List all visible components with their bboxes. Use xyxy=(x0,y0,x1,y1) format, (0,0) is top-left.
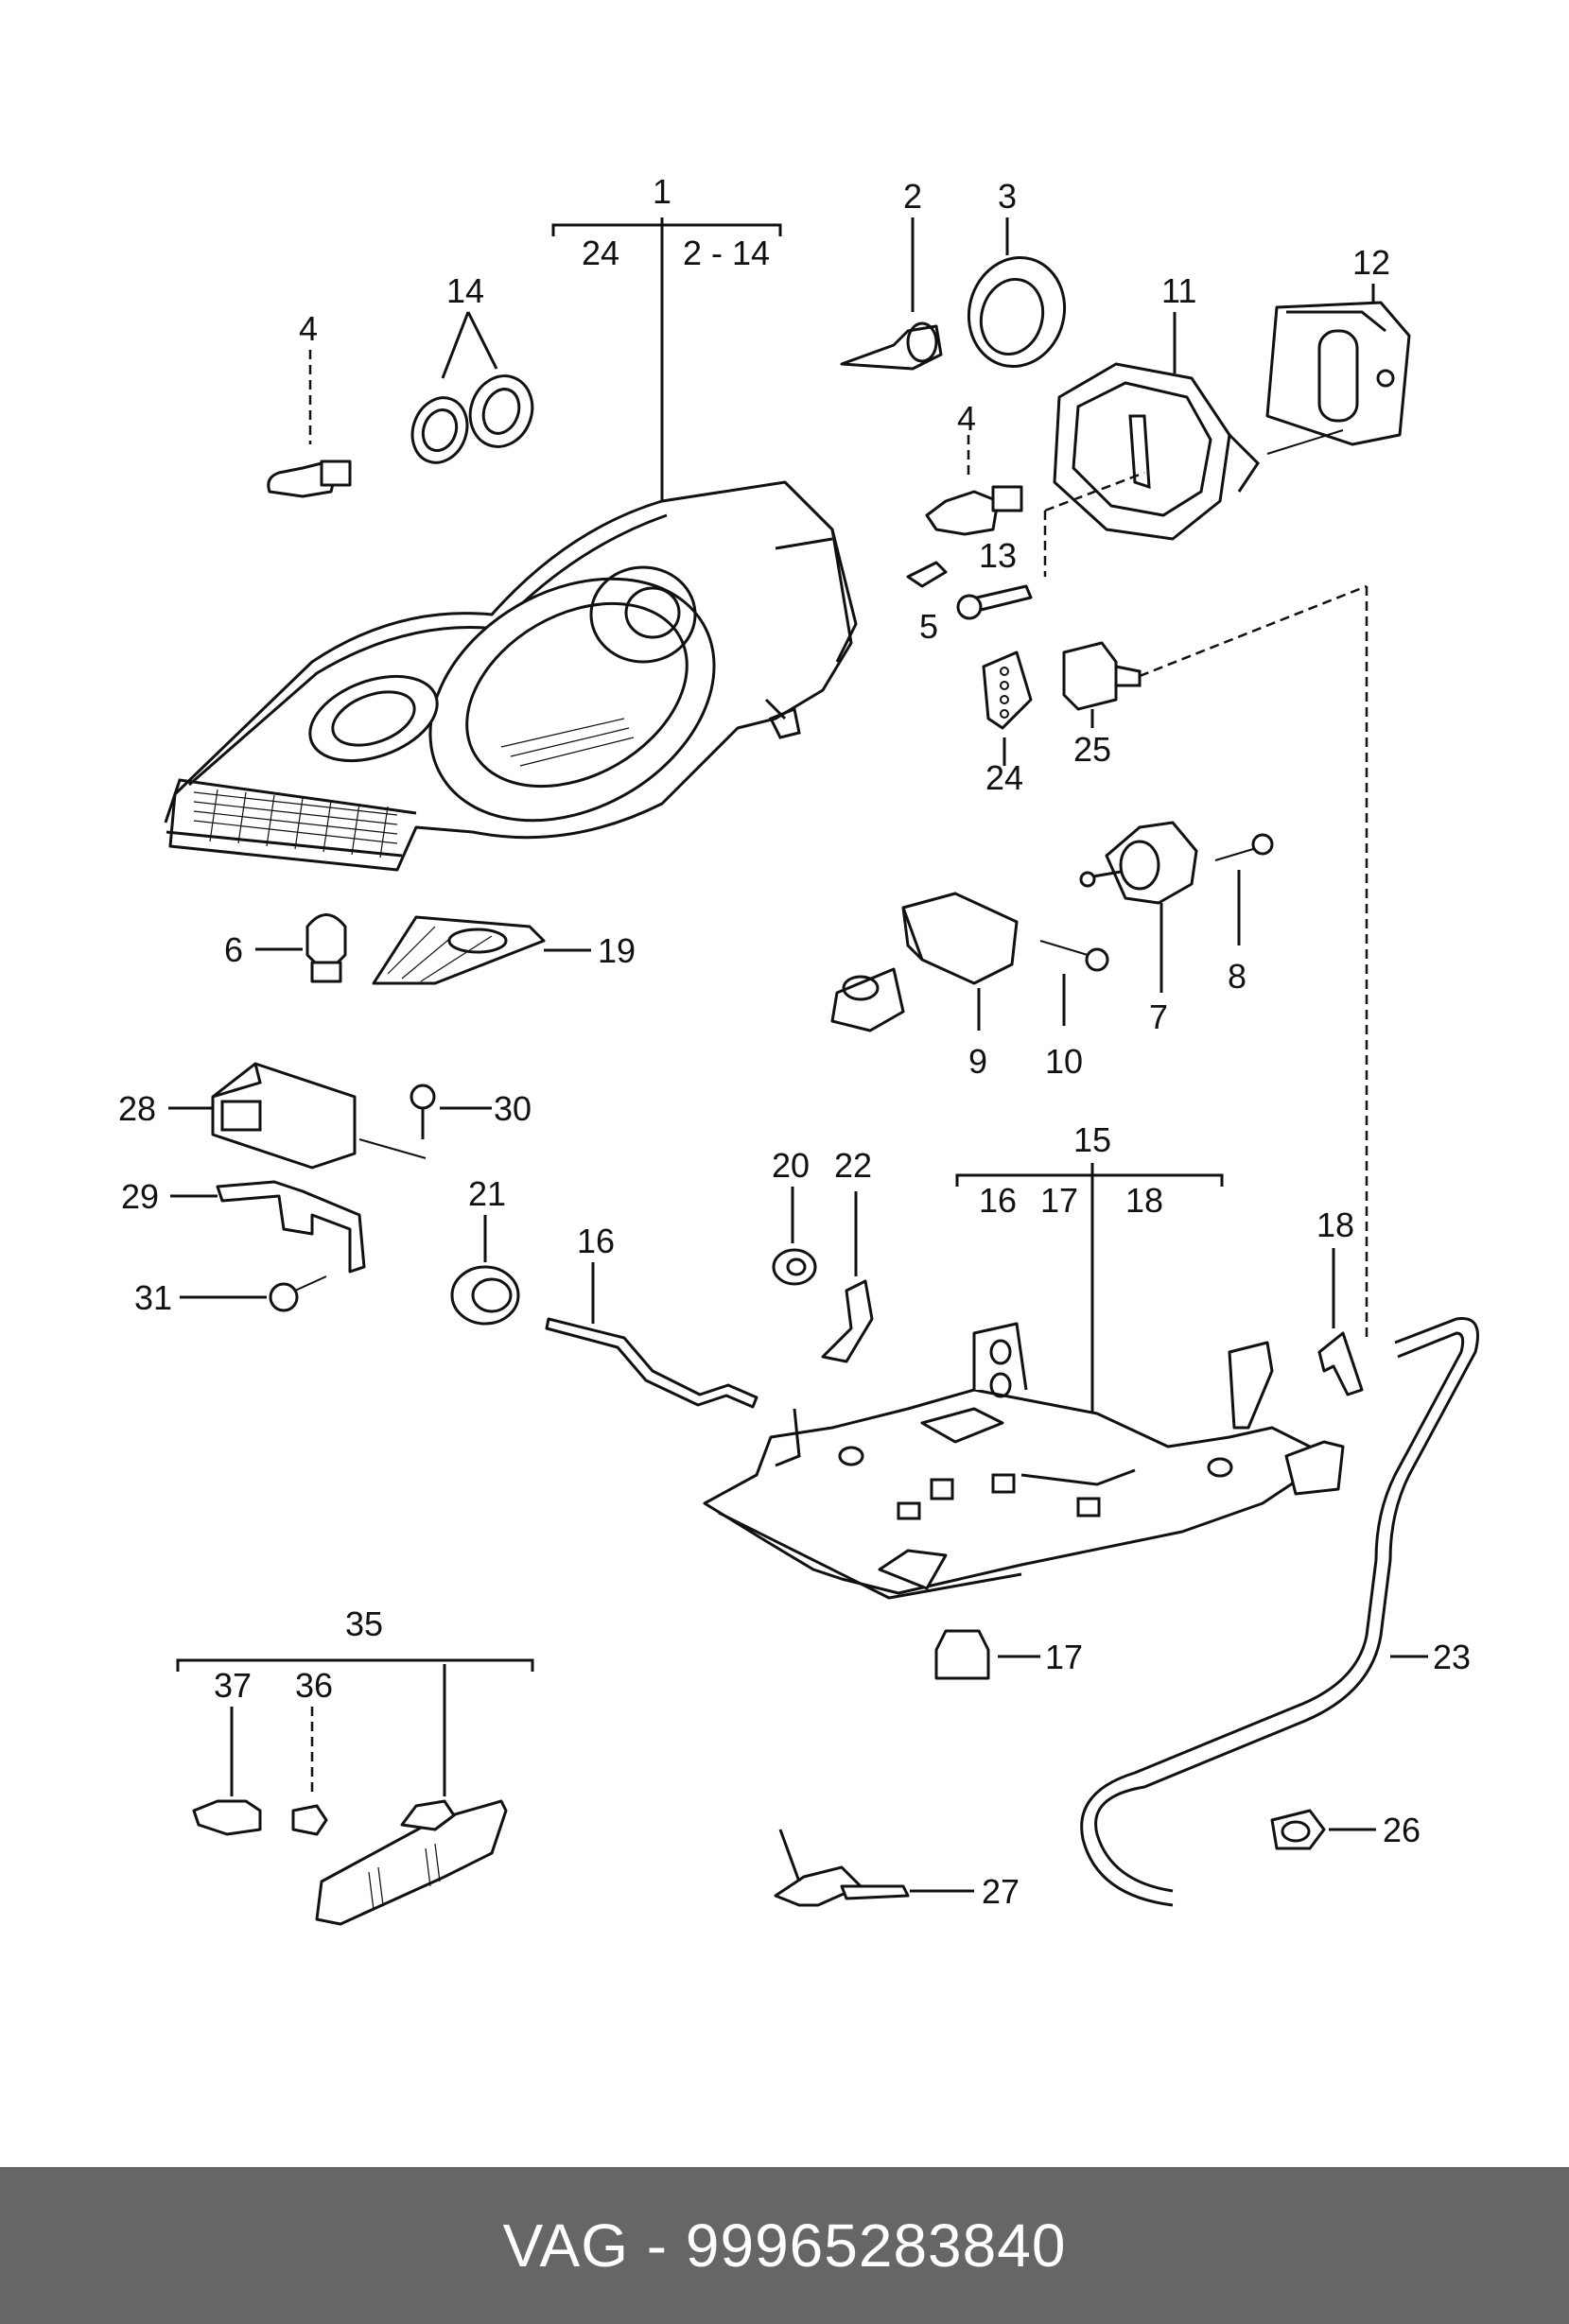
callout-27-label: 27 xyxy=(982,1872,1020,1911)
callout-10: 10 xyxy=(1045,1042,1083,1081)
bulb-36: 36 36 xyxy=(291,1666,333,1836)
callout-13: 13 xyxy=(979,536,1017,575)
callout-15-sub-17: 17 xyxy=(1040,1181,1078,1220)
bracket-9: 9 xyxy=(830,892,1019,1081)
callout-15: 15 xyxy=(1073,1120,1111,1159)
callout-1-sub-2-14: 2 - 14 xyxy=(683,234,770,272)
side-marker-35 xyxy=(315,1799,508,1926)
footer-part-number: VAG - 99965283840 xyxy=(502,2211,1067,2280)
module-28: 28 xyxy=(118,1062,357,1170)
adjuster-7: 7 xyxy=(1079,821,1198,1036)
callout-24: 24 xyxy=(985,758,1023,797)
callout-20: 20 xyxy=(772,1146,810,1185)
callout-14: 14 xyxy=(446,271,484,310)
callout-5: 5 xyxy=(919,607,938,646)
bracket-29: 29 xyxy=(121,1138,427,1274)
screw-10: 10 xyxy=(1039,940,1109,1081)
callout-2: 2 xyxy=(903,177,922,216)
bumper-17: 17 xyxy=(934,1629,1083,1680)
connector-24: 24 xyxy=(982,650,1033,797)
control-unit-12: 12 xyxy=(1265,243,1411,455)
callout-7: 7 xyxy=(1149,997,1168,1036)
bulb-5: 5 xyxy=(906,561,948,646)
rod-16: 16 xyxy=(545,1222,758,1409)
callout-4-left: 4 xyxy=(299,309,318,348)
callout-8: 8 xyxy=(1228,957,1246,996)
callout-26-label: 26 xyxy=(1383,1811,1421,1849)
headlamp-housing xyxy=(164,480,858,872)
trim-19: 19 xyxy=(372,915,636,985)
screw-13: 13 xyxy=(956,471,1145,620)
callout-19: 19 xyxy=(598,931,636,970)
callout-25: 25 xyxy=(1073,730,1111,769)
bulb-4-left: 4 xyxy=(267,309,352,498)
screw-31: 31 xyxy=(134,1275,327,1317)
bulb-4-right: 4 xyxy=(925,399,1023,536)
grommet-21: 21 xyxy=(450,1174,520,1326)
screw-30: 30 xyxy=(410,1084,532,1139)
rings-14: 14 xyxy=(410,271,534,464)
callout-35-label: 35 xyxy=(345,1604,383,1643)
callout-4-right: 4 xyxy=(957,399,976,438)
callout-6-text: 6 xyxy=(224,930,243,969)
bracket-27: 27 27 xyxy=(774,1829,1020,1911)
callout-16: 16 xyxy=(577,1222,615,1260)
callout-17: 17 xyxy=(1045,1638,1083,1676)
callout-22-label: 22 xyxy=(834,1146,872,1185)
screw-8: 8 xyxy=(1214,833,1274,996)
callout-9: 9 xyxy=(968,1042,987,1081)
callout-29: 29 xyxy=(121,1177,159,1216)
callout-11: 11 xyxy=(1161,271,1196,310)
clip-22: 23 22 xyxy=(821,1146,874,1363)
callout-1: 1 xyxy=(653,172,671,211)
callout-group-1: 1 24 2 - 14 xyxy=(551,172,782,501)
footer-bar: VAG - 99965283840 xyxy=(0,2167,1569,2324)
callout-28: 28 xyxy=(118,1089,156,1128)
bulb-2: 2 xyxy=(840,177,943,371)
parts-diagram: 1 24 2 - 14 4 14 2 3 1 xyxy=(118,172,1479,1926)
callout-1-sub-24: 24 xyxy=(582,234,619,272)
callout-37-label: 37 xyxy=(214,1666,252,1705)
callout-15-sub-18: 18 xyxy=(1125,1181,1163,1220)
callout-31: 31 xyxy=(134,1278,172,1317)
callout-36-label: 36 xyxy=(295,1666,333,1705)
callout-23-label: 23 xyxy=(1433,1638,1471,1676)
nut-20: 20 xyxy=(772,1146,817,1286)
callout-group-15: 15 16 17 18 xyxy=(955,1120,1224,1413)
clamp-26: 26 26 xyxy=(1270,1809,1421,1850)
callout-21: 21 xyxy=(468,1174,506,1213)
callout-12: 12 xyxy=(1352,243,1390,282)
socket-37: 37 37 xyxy=(192,1666,262,1836)
ring-3: 3 xyxy=(967,177,1067,368)
connector-25: 25 xyxy=(1062,584,1368,769)
callout-18-label: 18 xyxy=(1316,1205,1354,1244)
callout-3: 3 xyxy=(998,177,1017,216)
callout-group-35: 35 35 xyxy=(176,1604,534,1796)
base-plate-15 xyxy=(703,1322,1345,1600)
bulb-6: 5 5 xyxy=(255,913,347,983)
callout-15-sub-16: 16 xyxy=(979,1181,1017,1220)
callout-30: 30 xyxy=(494,1089,532,1128)
clip-18: 16 18 xyxy=(1316,1205,1364,1396)
hose-23: 17 23 xyxy=(1080,1316,1479,1907)
cover-11: 11 xyxy=(1053,271,1260,541)
